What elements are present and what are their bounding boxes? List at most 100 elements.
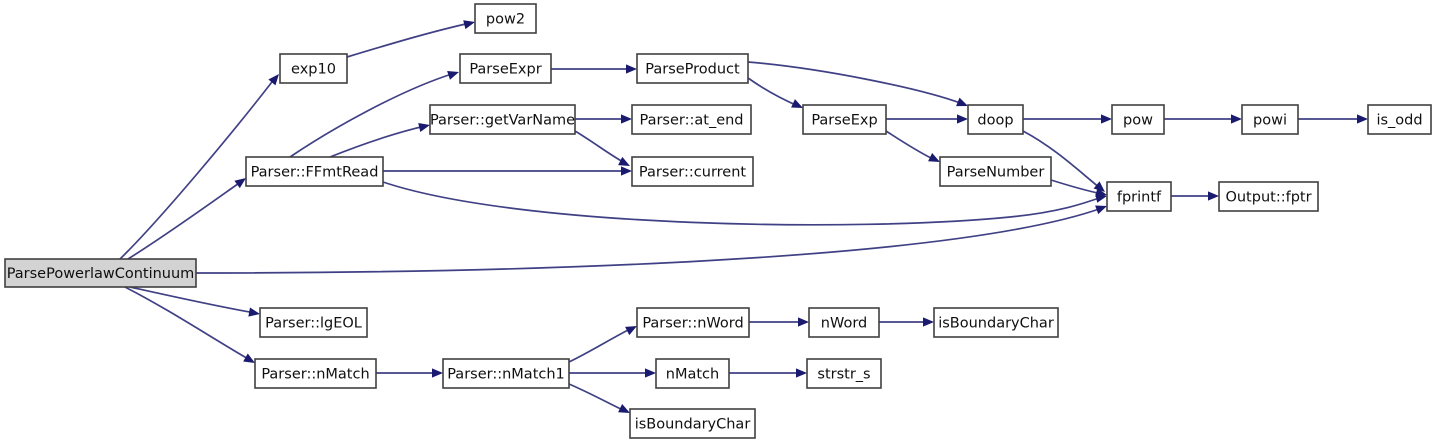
node-box[interactable]	[254, 358, 377, 389]
arrow-head-icon	[1231, 114, 1242, 124]
node-box[interactable]	[808, 307, 880, 338]
graph-node-ffmtread[interactable]: Parser::FFmtRead	[245, 156, 384, 187]
edge-line	[574, 130, 626, 164]
arrow-head-icon	[268, 74, 279, 86]
node-box[interactable]	[1367, 104, 1432, 135]
node-box[interactable]	[442, 358, 570, 389]
edge-layer	[119, 20, 1368, 413]
node-box[interactable]	[631, 156, 754, 187]
call-edge-root-to-fprintf	[195, 205, 1107, 274]
node-box[interactable]	[259, 307, 368, 338]
edge-line	[329, 125, 426, 158]
call-edge-nmatch_p-to-nmatch1	[376, 368, 443, 378]
graph-node-isboundary_b[interactable]: isBoundaryChar	[629, 408, 756, 439]
call-edge-fprintf-to-outputfptr	[1171, 191, 1219, 201]
node-box[interactable]	[629, 408, 756, 439]
graph-node-parseexpr[interactable]: ParseExpr	[459, 53, 552, 84]
graph-node-nword_p[interactable]: Parser::nWord	[636, 307, 750, 338]
graph-node-fprintf[interactable]: fprintf	[1106, 181, 1172, 212]
node-box[interactable]	[279, 53, 348, 84]
arrow-head-icon	[1095, 205, 1107, 215]
graph-node-parseexp[interactable]: ParseExp	[802, 104, 887, 135]
graph-node-doop[interactable]: doop	[967, 104, 1024, 135]
call-edge-parsenumber-to-fprintf	[1050, 179, 1107, 198]
call-edge-powi-to-is_odd	[1298, 114, 1368, 124]
call-edge-getvarname-to-current	[574, 130, 630, 166]
node-box[interactable]	[459, 53, 552, 84]
graph-node-pow[interactable]: pow	[1111, 104, 1165, 135]
edge-line	[289, 72, 456, 158]
node-box[interactable]	[1218, 181, 1319, 212]
node-box[interactable]	[933, 307, 1059, 338]
graph-node-pow2[interactable]: pow2	[474, 3, 537, 34]
call-edge-doop-to-fprintf	[1022, 130, 1105, 192]
call-edge-ffmtread-to-current	[383, 166, 632, 176]
graph-node-parseproduct[interactable]: ParseProduct	[636, 53, 749, 84]
node-box[interactable]	[655, 358, 730, 389]
arrow-head-icon	[234, 178, 246, 189]
call-edge-root-to-exp10	[119, 74, 279, 260]
arrow-head-icon	[1095, 188, 1107, 198]
edge-line	[568, 383, 626, 412]
graph-node-nmatch1[interactable]: Parser::nMatch1	[442, 358, 570, 389]
graph-node-root[interactable]: ParsePowerlawContinuum	[4, 258, 197, 288]
call-edge-nword-to-isboundary_r	[879, 317, 934, 327]
call-edge-ffmtread-to-fprintf	[382, 181, 1107, 226]
node-box[interactable]	[631, 104, 752, 135]
node-box[interactable]	[806, 358, 882, 389]
arrow-head-icon	[463, 20, 475, 30]
graph-node-nword[interactable]: nWord	[808, 307, 880, 338]
edge-line	[568, 327, 633, 363]
node-layer: ParsePowerlawContinuum exp10Parser::FFmtR…	[4, 3, 1432, 439]
call-edge-getvarname-to-at_end	[575, 114, 632, 124]
node-box[interactable]	[802, 104, 887, 135]
graph-node-isboundary_r[interactable]: isBoundaryChar	[933, 307, 1059, 338]
node-box[interactable]	[636, 307, 750, 338]
arrow-head-icon	[1357, 114, 1368, 124]
graph-node-outputfptr[interactable]: Output::fptr	[1218, 181, 1319, 212]
node-box[interactable]	[967, 104, 1024, 135]
arrow-head-icon	[625, 326, 637, 336]
node-box[interactable]	[1111, 104, 1165, 135]
arrow-head-icon	[618, 404, 630, 413]
graph-node-lgeol[interactable]: Parser::lgEOL	[259, 307, 368, 338]
node-box[interactable]	[245, 156, 384, 187]
graph-node-parsenumber[interactable]: ParseNumber	[939, 156, 1052, 187]
node-box[interactable]	[429, 104, 576, 135]
graph-node-nmatch[interactable]: nMatch	[655, 358, 730, 389]
graph-node-current[interactable]: Parser::current	[631, 156, 754, 187]
call-edge-pow-to-powi	[1164, 114, 1242, 124]
node-box[interactable]	[939, 156, 1052, 187]
call-edge-nword_p-to-nword	[749, 317, 809, 327]
arrow-head-icon	[1101, 114, 1112, 124]
edge-line	[119, 77, 276, 260]
node-box[interactable]	[474, 3, 537, 34]
arrow-head-icon	[1208, 191, 1219, 201]
edge-line	[129, 286, 256, 314]
node-box[interactable]	[1106, 181, 1172, 212]
arrow-head-icon	[791, 99, 803, 108]
call-edge-parseexp-to-doop	[886, 114, 968, 124]
call-edge-parseproduct-to-doop	[747, 61, 968, 107]
arrow-head-icon	[432, 368, 443, 378]
edge-line	[127, 180, 243, 260]
arrow-head-icon	[447, 71, 459, 80]
edge-line	[747, 61, 964, 105]
call-edge-root-to-lgeol	[129, 286, 260, 317]
graph-node-powi[interactable]: powi	[1241, 104, 1299, 135]
edge-line	[1050, 179, 1103, 195]
node-box[interactable]	[636, 53, 749, 84]
graph-node-exp10[interactable]: exp10	[279, 53, 348, 84]
call-edge-nmatch1-to-isboundary_b	[568, 383, 630, 413]
edge-line	[124, 286, 251, 361]
node-box[interactable]	[1241, 104, 1299, 135]
graph-node-is_odd[interactable]: is_odd	[1367, 104, 1432, 135]
graph-node-nmatch_p[interactable]: Parser::nMatch	[254, 358, 377, 389]
arrow-head-icon	[1093, 181, 1105, 192]
graph-node-getvarname[interactable]: Parser::getVarName	[429, 104, 576, 135]
graph-node-at_end[interactable]: Parser::at_end	[631, 104, 752, 135]
graph-node-strstr_s[interactable]: strstr_s	[806, 358, 882, 389]
node-box[interactable]	[4, 258, 197, 288]
